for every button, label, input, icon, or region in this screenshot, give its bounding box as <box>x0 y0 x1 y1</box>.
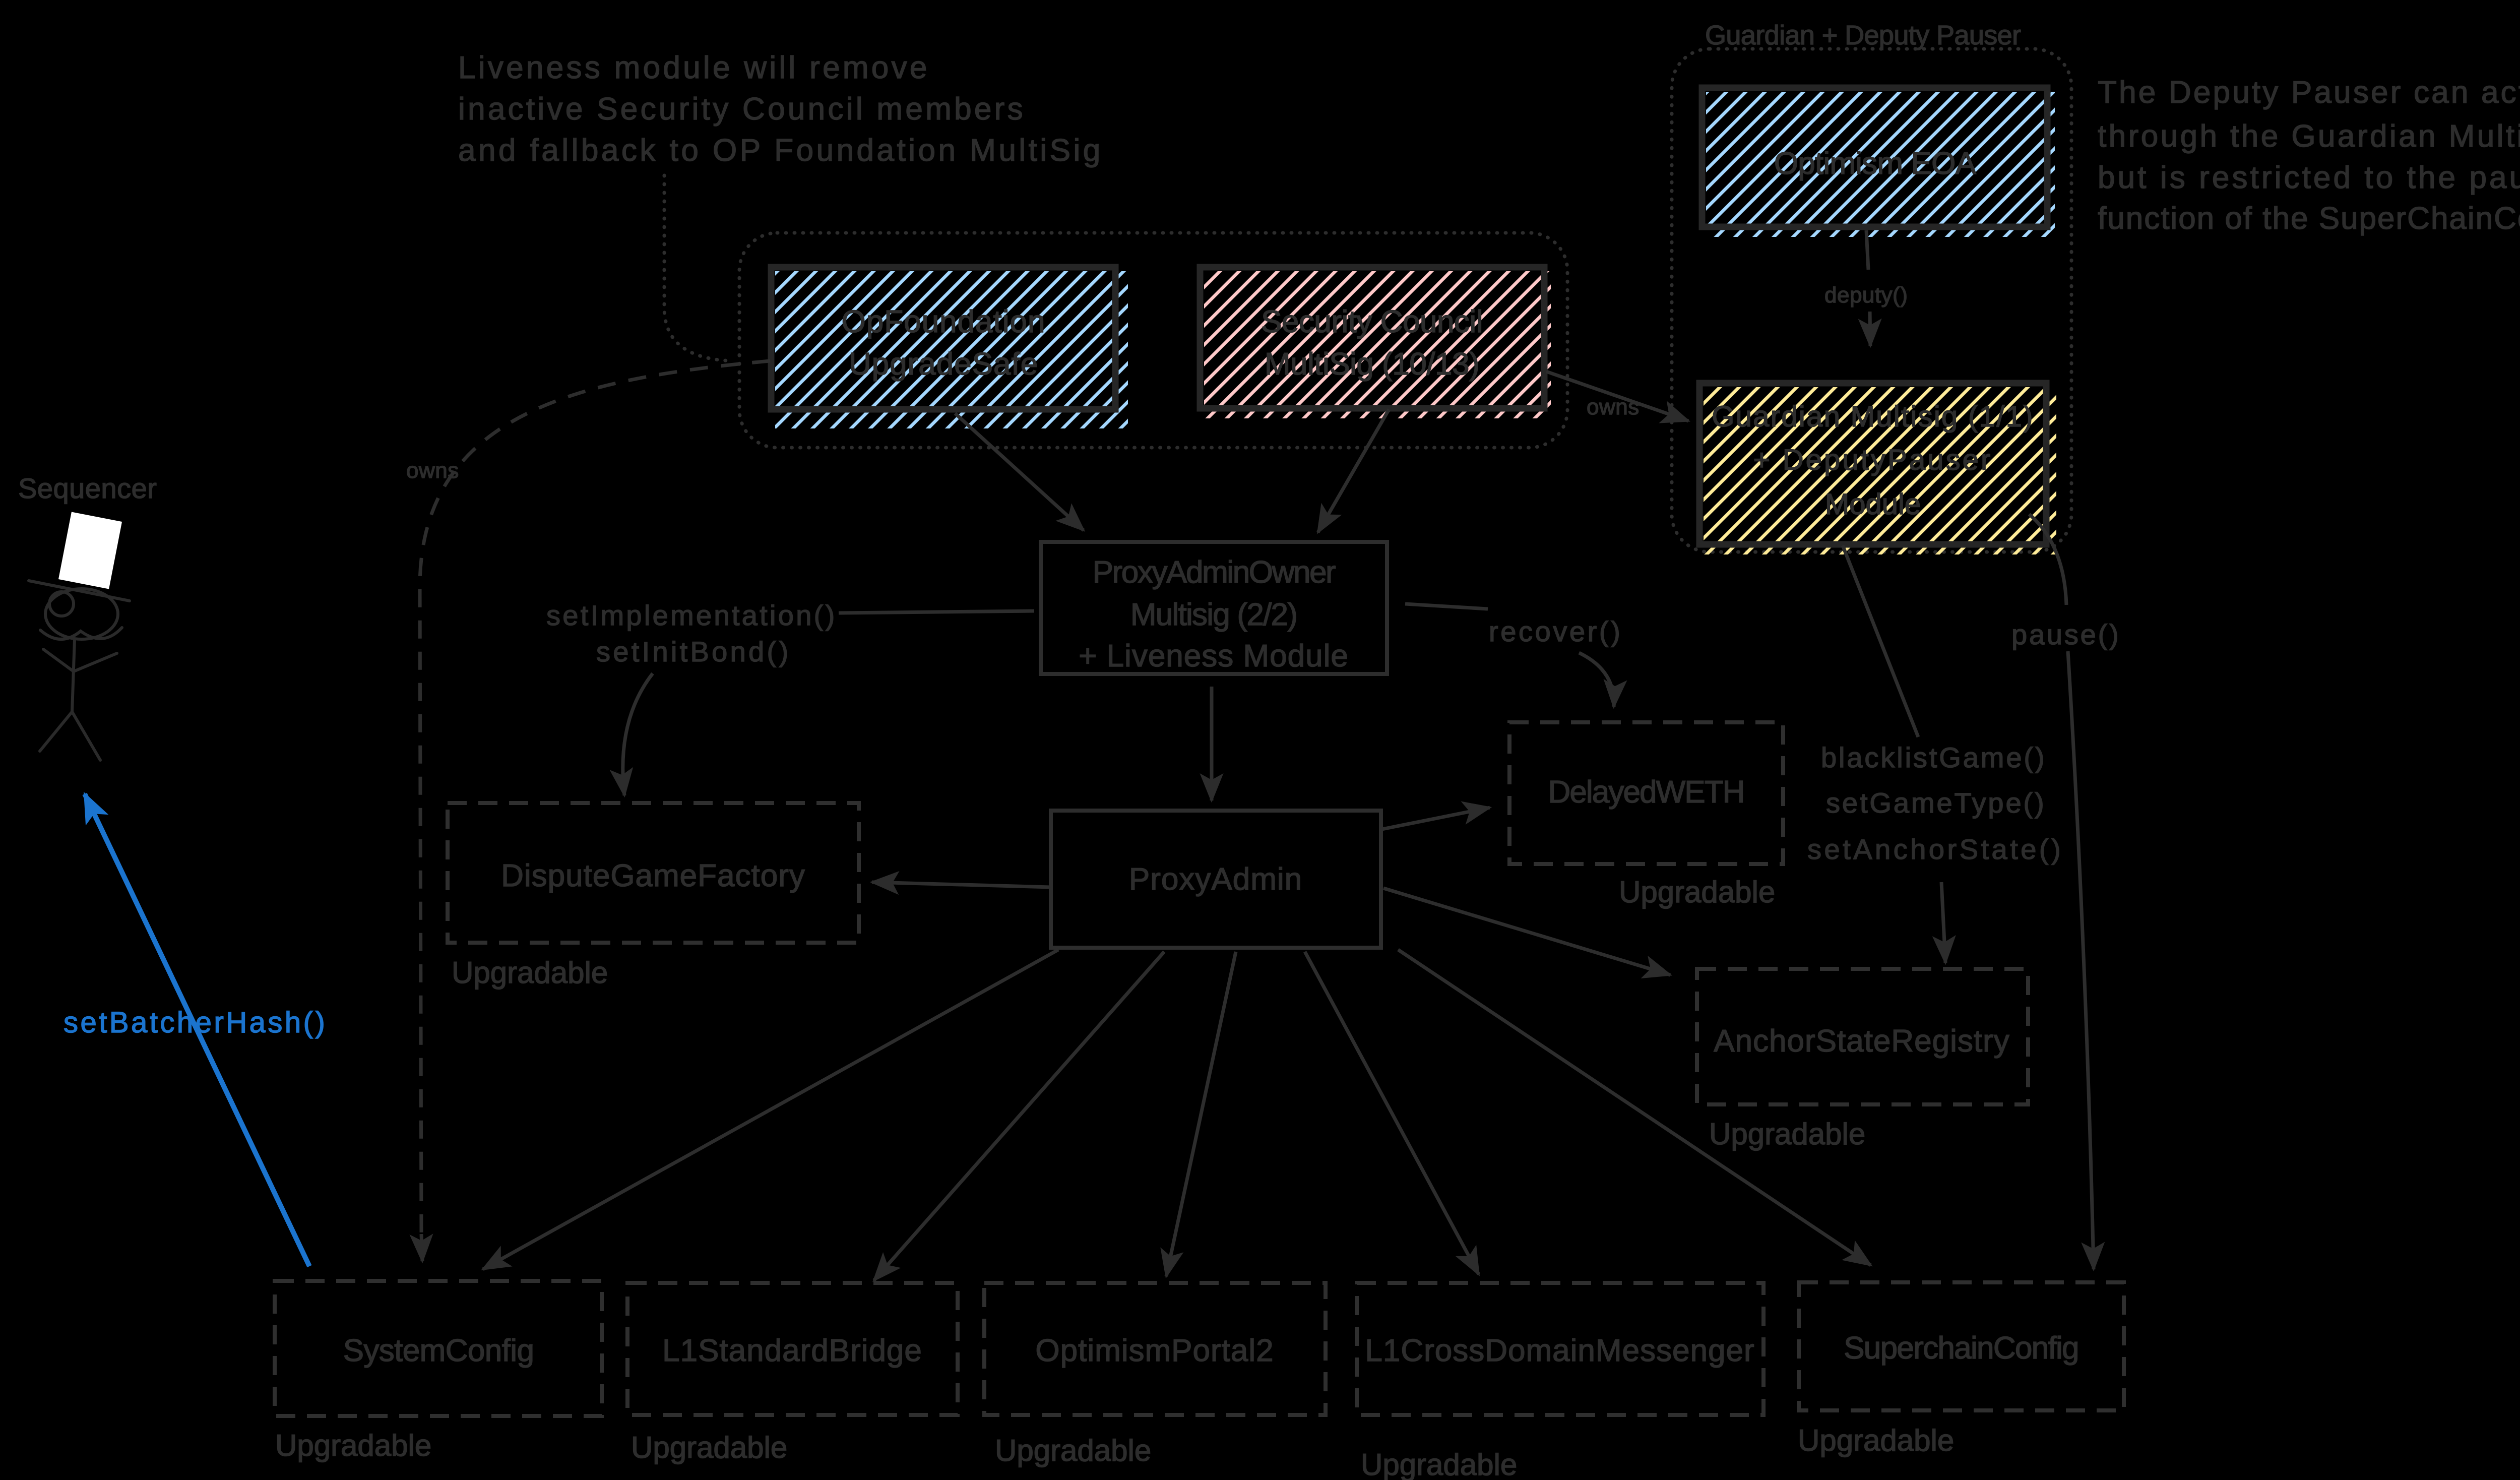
svg-text:ProxyAdminOwner: ProxyAdminOwner <box>1093 555 1336 590</box>
svg-text:OptimismPortal2: OptimismPortal2 <box>1035 1333 1274 1368</box>
svg-text:Security Council: Security Council <box>1261 304 1483 339</box>
svg-text:Multisig (2/2): Multisig (2/2) <box>1130 597 1297 632</box>
svg-text:MultiSig (10/13): MultiSig (10/13) <box>1265 347 1479 382</box>
svg-text:setImplementation(): setImplementation() <box>546 599 837 631</box>
svg-text:Upgradable: Upgradable <box>452 956 608 990</box>
svg-text:OpFoundation: OpFoundation <box>842 304 1046 339</box>
svg-text:owns: owns <box>406 458 459 483</box>
svg-text:SystemConfig: SystemConfig <box>343 1333 534 1368</box>
svg-text:Guardian + Deputy Pauser: Guardian + Deputy Pauser <box>1705 20 2021 50</box>
svg-text:recover(): recover() <box>1489 615 1622 647</box>
svg-text:+ Liveness Module: + Liveness Module <box>1079 639 1349 673</box>
svg-text:Sequencer: Sequencer <box>18 472 157 504</box>
svg-text:Upgradable: Upgradable <box>1709 1117 1865 1151</box>
svg-text:AnchorStateRegistry: AnchorStateRegistry <box>1714 1024 2010 1059</box>
svg-text:setInitBond(): setInitBond() <box>596 636 791 667</box>
svg-text:Upgradable: Upgradable <box>1798 1424 1954 1457</box>
svg-text:but is restricted to the pause: but is restricted to the pause() <box>2098 160 2520 195</box>
svg-text:Upgradable: Upgradable <box>275 1429 431 1462</box>
svg-text:owns: owns <box>1587 395 1640 419</box>
svg-text:L1StandardBridge: L1StandardBridge <box>662 1333 922 1368</box>
svg-text:DelayedWETH: DelayedWETH <box>1548 775 1744 810</box>
svg-text:blacklistGame(): blacklistGame() <box>1821 742 2046 773</box>
svg-text:L1CrossDomainMessenger: L1CrossDomainMessenger <box>1365 1333 1754 1368</box>
svg-text:Upgradable: Upgradable <box>1361 1448 1517 1480</box>
svg-text:DisputeGameFactory: DisputeGameFactory <box>501 858 805 893</box>
svg-text:Upgradable: Upgradable <box>995 1434 1151 1467</box>
svg-text:SuperchainConfig: SuperchainConfig <box>1844 1331 2078 1366</box>
svg-text:pause(): pause() <box>2011 619 2120 650</box>
svg-text:inactive Security Council memb: inactive Security Council members <box>458 92 1026 127</box>
svg-text:and fallback to OP Foundation: and fallback to OP Foundation MultiSig <box>458 133 1103 168</box>
svg-text:ProxyAdmin: ProxyAdmin <box>1129 862 1302 897</box>
svg-text:setBatcherHash(): setBatcherHash() <box>64 1006 327 1039</box>
svg-text:through the Guardian Multisig,: through the Guardian Multisig, <box>2098 119 2520 154</box>
svg-text:Guardian Multisig (1/1): Guardian Multisig (1/1) <box>1712 400 2034 433</box>
svg-text:+ DeputyPauser: + DeputyPauser <box>1753 444 1993 476</box>
svg-text:Liveness module will remove: Liveness module will remove <box>458 50 930 85</box>
svg-text:Optimism EOA: Optimism EOA <box>1774 146 1977 181</box>
svg-text:UpgradeSafe: UpgradeSafe <box>849 347 1038 382</box>
svg-text:function of the SuperChainConf: function of the SuperChainConfig <box>2098 201 2520 236</box>
svg-text:Module: Module <box>1825 488 1921 521</box>
svg-text:setAnchorState(): setAnchorState() <box>1807 833 2063 865</box>
svg-text:The Deputy Pauser can act: The Deputy Pauser can act <box>2098 75 2520 110</box>
svg-text:deputy(): deputy() <box>1824 283 1908 307</box>
svg-text:setGameType(): setGameType() <box>1826 787 2046 819</box>
svg-text:Upgradable: Upgradable <box>631 1431 787 1464</box>
svg-text:Upgradable: Upgradable <box>1619 875 1775 909</box>
